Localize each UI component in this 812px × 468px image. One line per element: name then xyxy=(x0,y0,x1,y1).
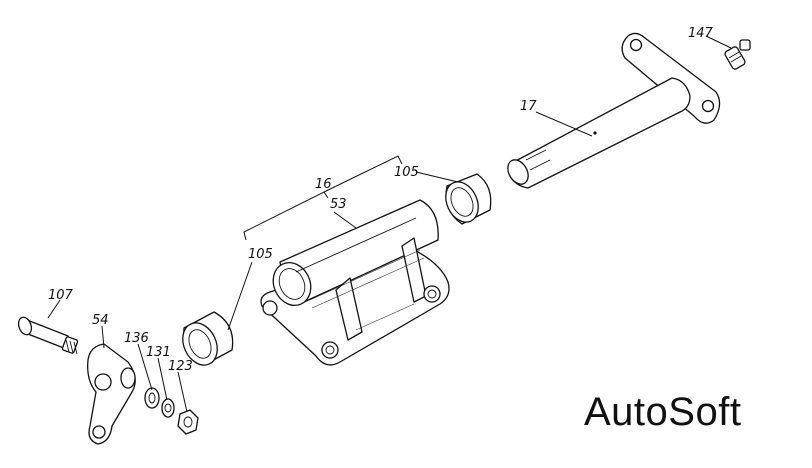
label-53: 53 xyxy=(330,197,347,212)
label-105-lower: 105 xyxy=(248,247,273,262)
part-107-pin xyxy=(17,316,79,355)
label-54: 54 xyxy=(92,313,109,328)
label-123: 123 xyxy=(168,359,193,374)
part-123-nut xyxy=(177,409,199,435)
leader-131 xyxy=(157,357,168,401)
label-17: 17 xyxy=(520,99,537,114)
leader-123 xyxy=(177,371,188,413)
label-131: 131 xyxy=(146,345,171,360)
label-136: 136 xyxy=(124,331,149,346)
leader-136 xyxy=(137,343,153,391)
part-54-lever xyxy=(87,343,136,445)
leader-105-lower xyxy=(227,261,253,331)
leader-105-upper xyxy=(415,171,459,183)
part-105-lower-bushing xyxy=(182,311,234,366)
part-17-shaft xyxy=(507,32,721,189)
part-105-upper-bushing xyxy=(445,173,492,225)
part-147-grease-fitting xyxy=(724,39,751,70)
part-131-spring-washer xyxy=(161,398,175,418)
label-147: 147 xyxy=(688,26,714,41)
part-53-housing xyxy=(260,199,450,366)
label-16: 16 xyxy=(315,177,332,192)
leader-107 xyxy=(47,299,61,319)
leader-147 xyxy=(705,35,732,49)
part-136-washer xyxy=(144,387,160,409)
leader-17 xyxy=(535,111,593,137)
leader-54 xyxy=(101,325,105,349)
label-107: 107 xyxy=(48,288,74,303)
leader-53 xyxy=(333,211,357,229)
bracket-16 xyxy=(243,155,403,241)
label-105-upper: 105 xyxy=(394,165,419,180)
autosoft-watermark: AutoSoft xyxy=(584,390,742,434)
